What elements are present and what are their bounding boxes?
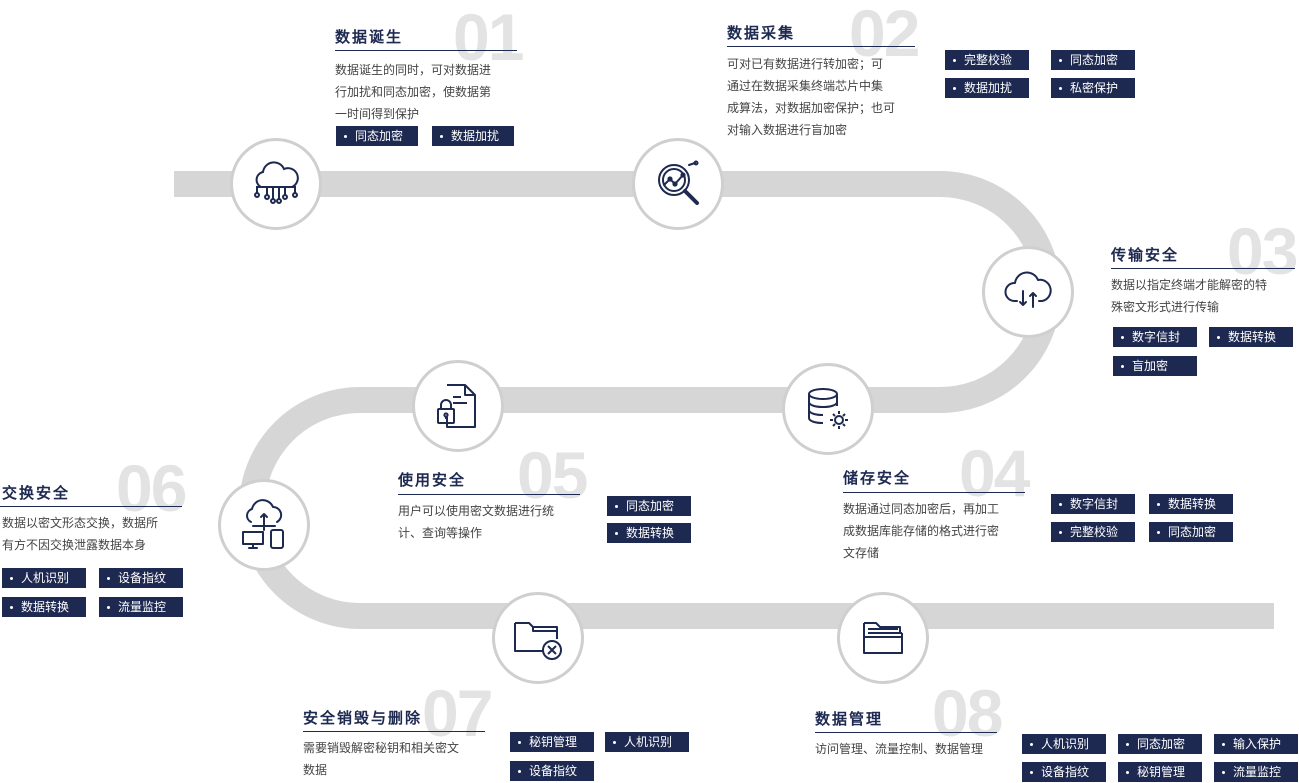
stage-01-tag: 数据加扰 — [432, 126, 514, 146]
stage-05-tag: 同态加密 — [607, 496, 691, 516]
stage-07-tag: 人机识别 — [605, 732, 689, 752]
stage-03-tag: 数据转换 — [1209, 327, 1293, 347]
stage-05-number: 05 — [517, 438, 588, 512]
stage-03-desc: 数据以指定终端才能解密的特殊密文形式进行传输 — [1111, 278, 1268, 314]
stage-07-node — [492, 592, 584, 684]
stage-06-node — [218, 479, 310, 571]
stage-04-title: 储存安全 — [843, 469, 912, 487]
stage-02-number: 02 — [849, 0, 920, 70]
stage-03-node — [982, 246, 1074, 338]
stage-07-divider — [303, 731, 485, 732]
stage-06-title: 交换安全 — [2, 484, 71, 502]
stage-01-divider — [335, 50, 517, 51]
cloud-devices-icon — [242, 499, 284, 549]
stage-01-number: 01 — [453, 0, 524, 74]
stage-07-number: 07 — [422, 676, 493, 750]
stage-06-desc: 数据以密文形态交换，数据所有方不因交换泄露数据本身 — [2, 516, 159, 552]
stage-06-tag: 人机识别 — [2, 568, 86, 588]
stage-02-desc: 可对已有数据进行转加密；可通过在数据采集终端芯片中集成算法，对数据加密保护；也可… — [727, 57, 896, 137]
stage-07-tag: 秘钥管理 — [510, 732, 594, 752]
folder-open-icon — [863, 622, 903, 654]
stage-06-number: 06 — [116, 451, 187, 525]
stage-03-tag: 盲加密 — [1113, 356, 1197, 376]
database-gear-icon — [808, 388, 848, 429]
stage-05-title: 使用安全 — [398, 471, 467, 489]
stage-05-divider — [398, 494, 580, 495]
stage-05-desc: 用户可以使用密文数据进行统计、查询等操作 — [398, 504, 555, 540]
stage-08-number: 08 — [932, 676, 1003, 750]
stage-05-tag: 数据转换 — [607, 523, 691, 543]
stage-06-tag: 设备指纹 — [99, 568, 183, 588]
stage-07-tag: 设备指纹 — [510, 761, 594, 781]
stage-02-tag: 完整校验 — [945, 50, 1029, 70]
stage-07-desc: 需要销毁解密秘钥和相关密文数据 — [303, 741, 460, 777]
document-lock-icon — [437, 384, 476, 428]
stage-04-tag: 同态加密 — [1149, 522, 1233, 542]
stage-08-tag: 流量监控 — [1214, 762, 1298, 782]
stage-02-node — [632, 138, 724, 230]
stage-02-tag: 同态加密 — [1051, 50, 1135, 70]
stage-06-tag: 数据转换 — [2, 597, 86, 617]
stage-03-divider — [1111, 268, 1295, 269]
stage-04-tag: 数据转换 — [1149, 494, 1233, 514]
stage-08-divider — [815, 732, 997, 733]
stage-01-desc: 数据诞生的同时，可对数据进行加扰和同态加密，使数据第一时间得到保护 — [335, 63, 492, 121]
folder-delete-icon — [514, 622, 562, 660]
stage-03-title: 传输安全 — [1111, 246, 1180, 264]
stage-08-title: 数据管理 — [815, 710, 884, 728]
stage-08-desc: 访问管理、流量控制、数据管理 — [815, 742, 984, 756]
stage-04-divider — [843, 492, 1025, 493]
cloud-transfer-icon — [1004, 271, 1052, 308]
stage-08-tag: 秘钥管理 — [1118, 762, 1202, 782]
stage-03-tag: 数字信封 — [1113, 327, 1197, 347]
stage-04-number: 04 — [959, 436, 1030, 510]
stage-01-tag: 同态加密 — [336, 126, 418, 146]
stage-04-tag: 数字信封 — [1051, 494, 1135, 514]
stage-02-tag: 私密保护 — [1051, 78, 1135, 98]
stage-08-tag: 人机识别 — [1022, 734, 1106, 754]
stage-04-node — [782, 363, 874, 455]
stage-06-divider — [0, 506, 182, 507]
magnifier-chart-icon — [658, 160, 699, 205]
stage-02-title: 数据采集 — [727, 24, 796, 42]
stage-08-node — [837, 592, 929, 684]
stage-07-title: 安全销毁与删除 — [303, 709, 423, 727]
stage-03-number: 03 — [1227, 214, 1298, 288]
cloud-network-icon — [254, 161, 299, 204]
stage-04-tag: 完整校验 — [1051, 522, 1135, 542]
stage-08-tag: 同态加密 — [1118, 734, 1202, 754]
stage-08-tag: 输入保护 — [1214, 734, 1298, 754]
stage-01-title: 数据诞生 — [335, 28, 404, 46]
stage-08-tag: 设备指纹 — [1022, 762, 1106, 782]
stage-06-tag: 流量监控 — [99, 597, 183, 617]
stage-04-desc: 数据通过同态加密后，再加工成数据库能存储的格式进行密文存储 — [843, 502, 1000, 560]
stage-02-divider — [727, 46, 915, 47]
stage-02-tag: 数据加扰 — [945, 78, 1029, 98]
stage-05-node — [412, 360, 504, 452]
stage-01-node — [230, 138, 322, 230]
